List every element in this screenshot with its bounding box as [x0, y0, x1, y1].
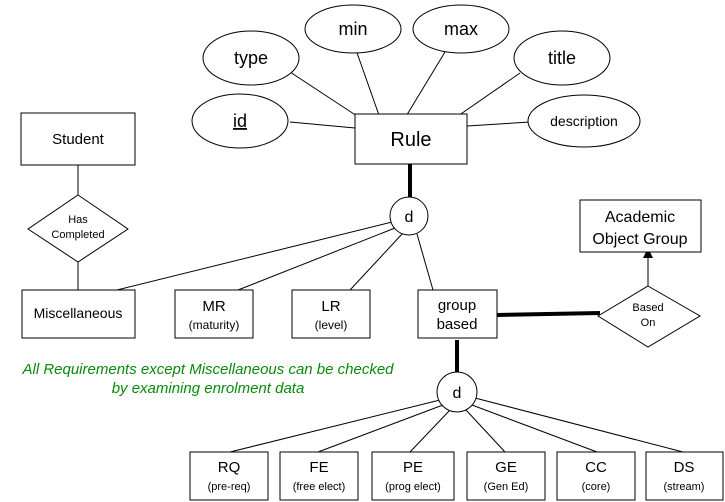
svg-text:RQ: RQ [218, 459, 241, 476]
attribute-connectors [286, 49, 531, 129]
svg-text:description: description [550, 113, 618, 129]
entity-student: Student [20, 112, 136, 166]
entity-fe: FE (free elect) [279, 451, 359, 501]
svg-text:(pre-req): (pre-req) [208, 481, 251, 493]
relationship-connectors [77, 164, 684, 453]
attribute-type: type [202, 30, 300, 86]
svg-text:LR: LR [321, 298, 340, 315]
svg-text:by examining enrolment data: by examining enrolment data [112, 380, 305, 397]
entity-academic-object-group: Academic Object Group [579, 199, 702, 253]
disjoint-circle-bottom: d [436, 371, 478, 413]
entity-ds: DS (stream) [645, 451, 724, 501]
svg-text:Miscellaneous: Miscellaneous [34, 305, 123, 321]
svg-text:CC: CC [585, 459, 607, 476]
relationship-based-on: Based On [597, 285, 701, 348]
attribute-description: description [527, 94, 641, 148]
svg-text:Academic: Academic [605, 209, 675, 226]
entity-cc: CC (core) [556, 451, 636, 501]
svg-text:DS: DS [674, 459, 695, 476]
svg-text:Completed: Completed [51, 229, 104, 241]
svg-text:Object Group: Object Group [592, 231, 687, 248]
svg-text:All Requirements except Miscel: All Requirements except Miscellaneous ca… [21, 361, 394, 378]
entity-mr: MR (maturity) [174, 289, 254, 339]
svg-text:FE: FE [309, 459, 328, 476]
svg-text:d: d [405, 209, 414, 226]
svg-text:Rule: Rule [390, 129, 431, 151]
svg-text:type: type [234, 48, 268, 68]
svg-text:(level): (level) [315, 318, 348, 332]
svg-text:(core): (core) [582, 481, 611, 493]
disjoint-circle-top: d [389, 196, 429, 236]
attribute-max: max [412, 4, 510, 54]
entity-rule: Rule [354, 113, 468, 165]
svg-text:MR: MR [202, 298, 225, 315]
svg-text:min: min [338, 19, 367, 39]
attribute-id: id [191, 93, 289, 149]
svg-text:(prog elect): (prog elect) [385, 481, 441, 493]
svg-text:id: id [233, 111, 247, 131]
relationship-has-completed: Has Completed [27, 194, 129, 263]
entity-lr: LR (level) [291, 289, 371, 339]
entity-group-based: group based [417, 289, 498, 339]
attribute-title: title [513, 30, 611, 86]
entity-miscellaneous: Miscellaneous [21, 289, 136, 339]
svg-text:based: based [437, 316, 478, 333]
entity-rq: RQ (pre-req) [189, 451, 269, 501]
svg-text:GE: GE [495, 459, 517, 476]
annotation-note: All Requirements except Miscellaneous ca… [21, 361, 394, 397]
svg-text:(stream): (stream) [664, 481, 705, 493]
svg-text:(free elect): (free elect) [293, 481, 346, 493]
svg-text:max: max [444, 19, 478, 39]
attribute-min: min [304, 4, 402, 54]
svg-text:Based: Based [632, 302, 663, 314]
svg-text:group: group [438, 297, 476, 314]
svg-text:Has: Has [68, 214, 88, 226]
svg-text:PE: PE [403, 459, 423, 476]
svg-text:Student: Student [52, 131, 105, 148]
svg-text:(Gen Ed): (Gen Ed) [484, 481, 529, 493]
svg-text:On: On [641, 317, 656, 329]
svg-text:title: title [548, 48, 576, 68]
svg-text:d: d [453, 385, 462, 402]
svg-text:(maturity): (maturity) [189, 318, 240, 332]
entity-ge: GE (Gen Ed) [466, 451, 546, 501]
entity-pe: PE (prog elect) [371, 451, 455, 501]
